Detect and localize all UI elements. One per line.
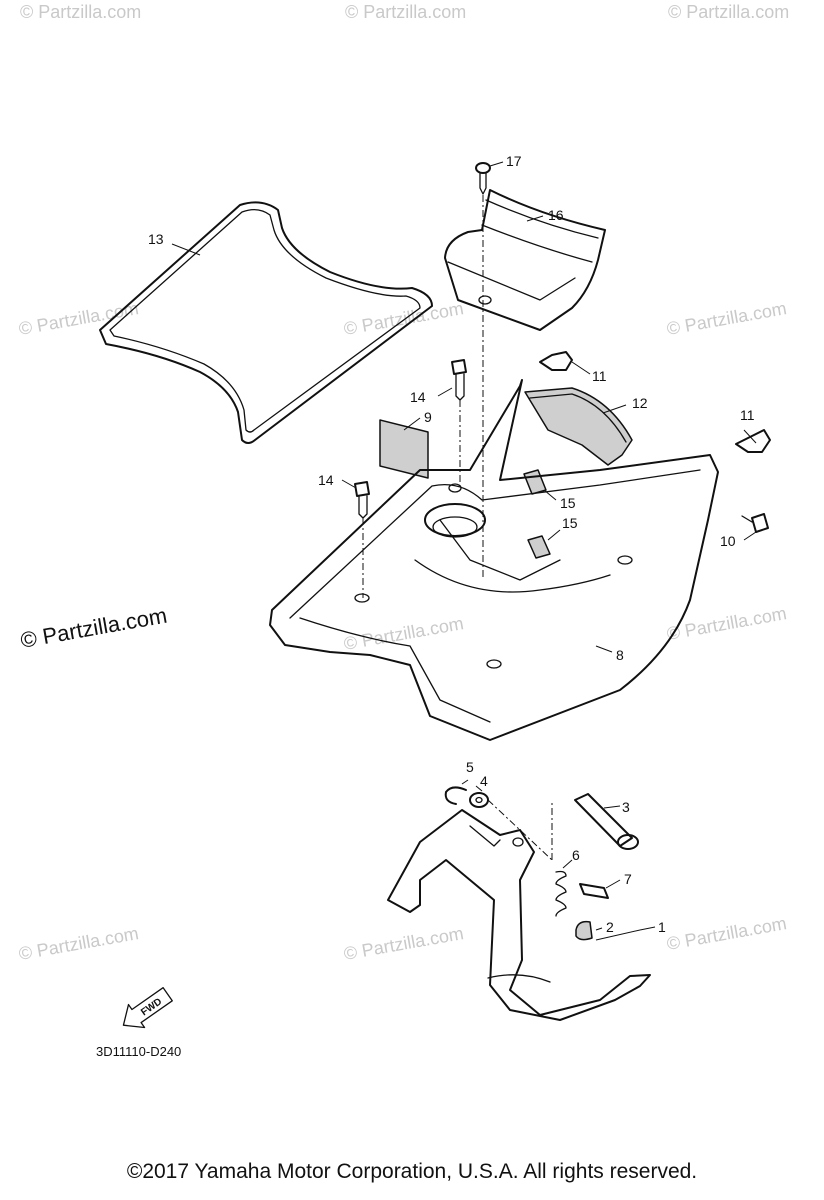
callout-4: 4 (480, 773, 488, 789)
watermark-text: © Partzilla.com (345, 2, 466, 22)
callout-11a: 11 (592, 368, 607, 384)
callout-5: 5 (466, 759, 474, 775)
watermark-text: © Partzilla.com (665, 298, 788, 339)
callout-12: 12 (632, 395, 648, 411)
watermark-text: © Partzilla.com (342, 298, 465, 339)
watermark-text: © Partzilla.com (20, 2, 141, 22)
diagram-code: 3D11110-D240 (96, 1044, 181, 1059)
fwd-arrow-icon: FWD (122, 987, 173, 1029)
watermark-text: © Partzilla.com (17, 923, 140, 964)
part-14-bolt-upper (437, 359, 467, 401)
callout-16: 16 (548, 207, 564, 223)
watermark-text: © Partzilla.com (342, 613, 465, 654)
part-3-pivot-shaft (574, 793, 639, 850)
callout-2: 2 (606, 919, 614, 935)
part-8-floor-board (269, 379, 719, 741)
part-12-side-panel (524, 387, 633, 466)
part-1-main-stand (387, 809, 656, 1021)
callout-9: 9 (424, 409, 432, 425)
watermark-text: © Partzilla.com (342, 923, 465, 964)
callout-3: 3 (622, 799, 630, 815)
callout-13: 13 (148, 231, 164, 247)
part-7-bolt (579, 879, 621, 899)
callout-15b: 15 (562, 515, 578, 531)
callout-7: 7 (624, 871, 632, 887)
part-4-washer (469, 785, 489, 808)
watermark-text: © Partzilla.com (17, 298, 140, 339)
callout-11b: 11 (740, 407, 755, 423)
callout-10: 10 (720, 533, 736, 549)
part-2-rubber-stop (575, 920, 603, 941)
part-13-floor-mat (99, 201, 433, 444)
part-5-circlip (444, 779, 469, 805)
callout-15a: 15 (560, 495, 576, 511)
callout-14b: 14 (318, 472, 334, 488)
part-14-bolt-left (341, 479, 370, 519)
callout-1: 1 (658, 919, 666, 935)
callout-6: 6 (572, 847, 580, 863)
callout-14a: 14 (410, 389, 426, 405)
watermark-main: © Partzilla.com (19, 603, 169, 653)
callout-17: 17 (506, 153, 522, 169)
part-17-screw (475, 161, 504, 195)
part-10-screw (741, 513, 769, 541)
copyright-notice: ©2017 Yamaha Motor Corporation, U.S.A. A… (126, 1160, 698, 1183)
watermark-text: © Partzilla.com (665, 603, 788, 644)
part-9-pad (379, 417, 429, 479)
watermark-text: © Partzilla.com (668, 2, 789, 22)
part-11-clip-right (735, 429, 771, 453)
callouts: 1 2 3 4 5 6 7 8 9 10 11 11 12 13 14 14 1… (148, 153, 755, 935)
watermarks: © Partzilla.com © Partzilla.com © Partzi… (17, 2, 789, 964)
part-15-nut-lower (527, 529, 561, 559)
part-16-front-cover (444, 189, 606, 331)
part-11-clip-upper (539, 351, 591, 375)
part-6-spring (555, 859, 573, 917)
watermark-text: © Partzilla.com (665, 913, 788, 954)
callout-8: 8 (616, 647, 624, 663)
